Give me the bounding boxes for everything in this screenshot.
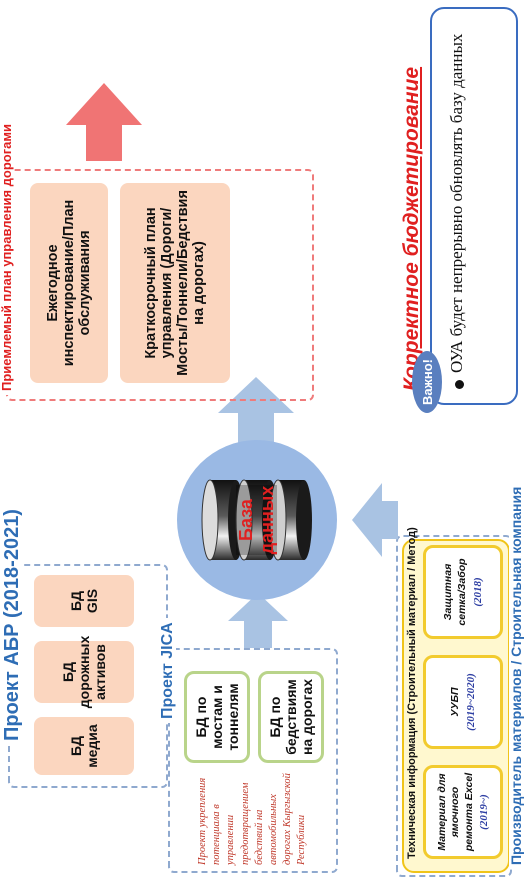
important-badge: Важно! (412, 351, 442, 413)
important-box (430, 7, 518, 405)
important-bullet: ОУА будет непрерывно обновлять базу данн… (447, 33, 466, 373)
bullet-dot-icon (455, 380, 464, 389)
budget-label: Корректное бюджетирование (400, 66, 423, 391)
road-plan-annual-inspection: Ежегодное инспектирование/План обслужива… (30, 183, 108, 383)
road-plan-title: Приемлемый план управления дорогами (0, 120, 14, 395)
road-plan-short-term: Краткосрочный план управления (Дороги/Мо… (120, 183, 230, 383)
database-label: База данных (236, 485, 278, 555)
